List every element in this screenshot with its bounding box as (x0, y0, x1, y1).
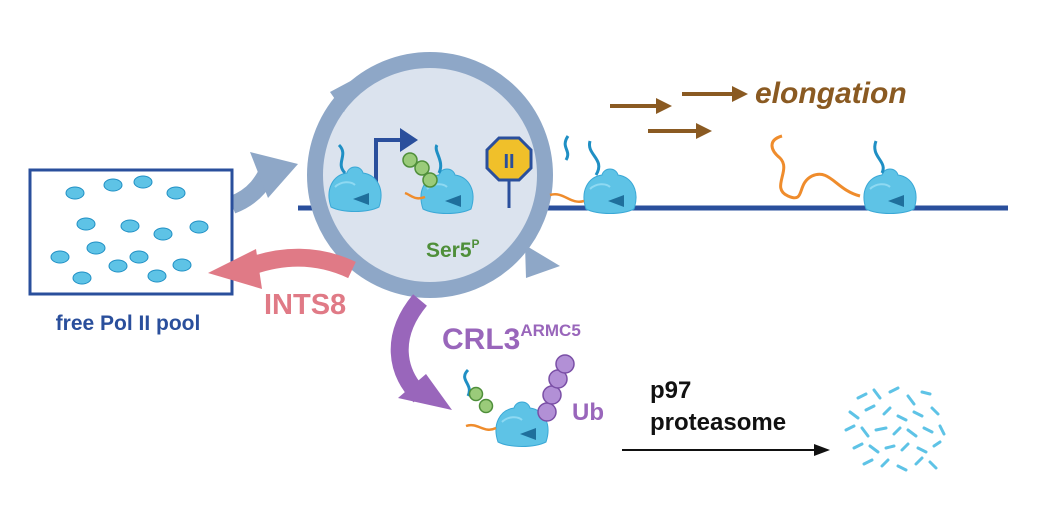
pool-to-cycle-arrowhead (250, 152, 298, 198)
ub-pol-beads (468, 386, 494, 414)
pol-ii-elongating (862, 140, 918, 215)
ub-label: Ub (572, 399, 604, 426)
pause-sign-text: II (503, 151, 514, 173)
ub-pol-ctd (463, 368, 471, 397)
ubiquitin-chain (537, 354, 575, 422)
elongation-arrows (610, 86, 748, 139)
cycle-arrowhead-top (330, 76, 360, 112)
ints8-label: INTS8 (264, 289, 346, 321)
crl3-arrowhead (398, 374, 452, 410)
proteasome-label: proteasome (650, 409, 786, 436)
ints8-arrow (242, 248, 356, 279)
tss-arrowhead (400, 128, 418, 152)
p97-label: p97 (650, 377, 691, 404)
ints8-arrowhead (208, 249, 262, 289)
free-pool-label: free Pol II pool (56, 312, 201, 335)
pool-pol-dots (50, 175, 209, 285)
ser5-label: Ser5P (426, 237, 480, 262)
elongating-rna (770, 134, 861, 200)
ser5p-beads (402, 152, 438, 188)
pol-ii-promoter (327, 143, 383, 213)
degradation-arrowhead (814, 444, 830, 456)
elongation-label: elongation (755, 77, 907, 110)
ser5-main: Ser5 (426, 239, 472, 262)
crl3-superscript: ARMC5 (520, 321, 580, 340)
cycle-arrowhead-right (525, 245, 560, 278)
pause-sign (485, 136, 533, 182)
paused-pol-ctd (563, 135, 570, 161)
crl3-label: CRL3ARMC5 (442, 321, 581, 356)
crl3-main: CRL3 (442, 323, 520, 356)
crl3-arrow (390, 294, 428, 403)
pol-ii-ubiquitinated (465, 401, 550, 448)
degraded-fragments (844, 386, 946, 472)
pol-ii-paused (549, 140, 638, 215)
pol-ii-ser5p (404, 144, 475, 215)
ser5-superscript: P (472, 237, 480, 251)
